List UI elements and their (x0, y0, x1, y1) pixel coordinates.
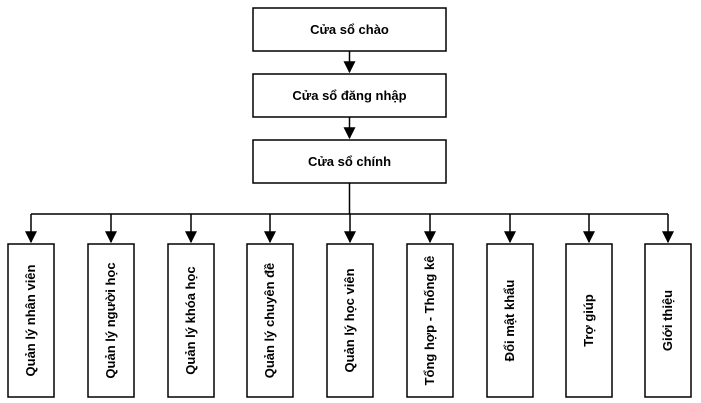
module-box (486, 243, 534, 398)
module-node: Giới thiệu (644, 214, 692, 398)
module-label: Quản lý học viên (342, 268, 357, 372)
module-box (87, 243, 135, 398)
login-label: Cửa sổ đăng nhập (292, 88, 406, 103)
module-box (644, 243, 692, 398)
main-label: Cửa sổ chính (308, 154, 391, 169)
module-node: Quản lý khóa học (167, 214, 215, 398)
module-node: Quản lý chuyên đề (246, 214, 294, 398)
module-label: Quản lý nhân viên (23, 264, 38, 376)
module-node: Trợ giúp (565, 214, 613, 398)
module-label: Quản lý người học (103, 262, 118, 378)
module-node: Quản lý người học (87, 214, 135, 398)
module-node: Quản lý học viên (326, 214, 374, 398)
module-box (406, 243, 454, 398)
module-node: Quản lý nhân viên (7, 214, 55, 398)
module-label: Trợ giúp (581, 294, 596, 347)
module-box (167, 243, 215, 398)
modules-group: Quản lý nhân viên Quản lý người học Quản l… (7, 214, 692, 398)
module-node: Tổng hợp - Thống kê (406, 214, 454, 398)
module-box (565, 243, 613, 398)
module-label: Đổi mật khẩu (502, 280, 517, 362)
main-node: Cửa sổ chính (252, 139, 447, 184)
module-box (7, 243, 55, 398)
module-label: Quản lý chuyên đề (262, 263, 277, 379)
module-box (326, 243, 374, 398)
module-node: Đổi mật khẩu (486, 214, 534, 398)
module-box (246, 243, 294, 398)
module-label: Quản lý khóa học (183, 266, 198, 374)
module-label: Tổng hợp - Thống kê (422, 256, 437, 386)
login-node: Cửa sổ đăng nhập (252, 73, 447, 118)
welcome-label: Cửa sổ chào (310, 22, 389, 37)
welcome-node: Cửa sổ chào (252, 7, 447, 52)
module-label: Giới thiệu (660, 290, 675, 351)
